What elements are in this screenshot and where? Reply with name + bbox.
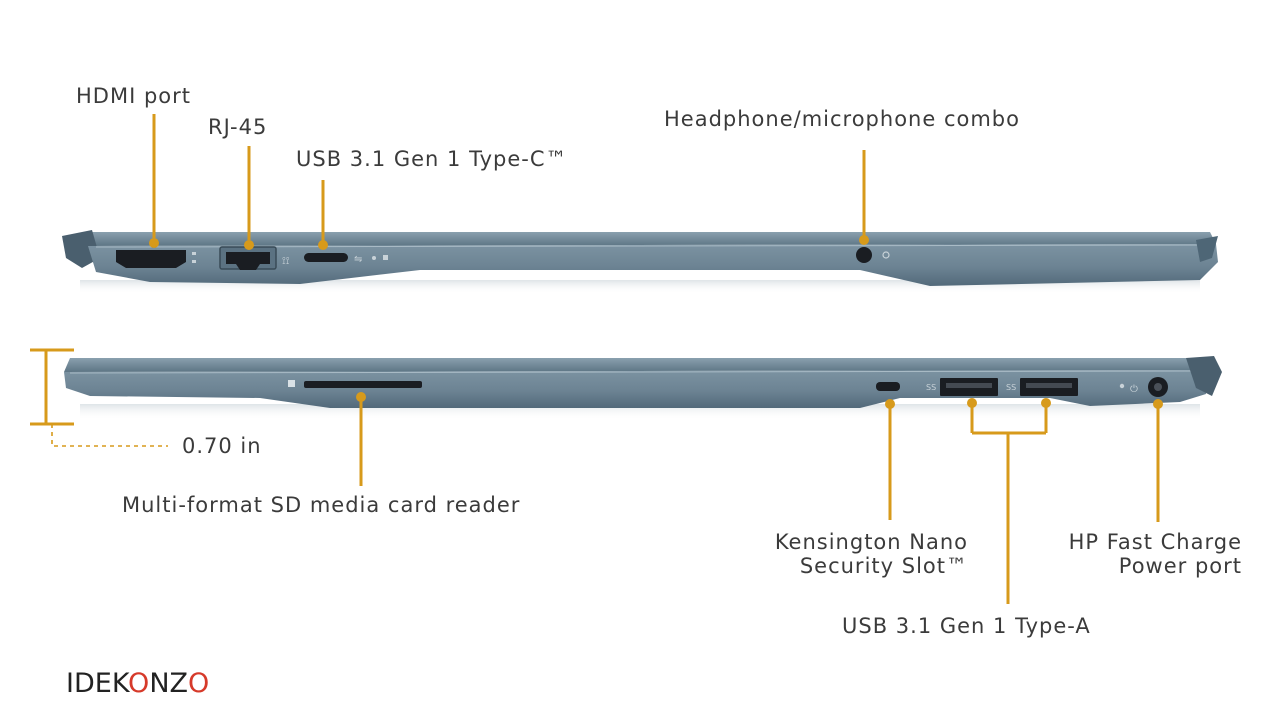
- kensington-label: Kensington Nano Security Slot™: [722, 530, 968, 578]
- logo-text-3: NZ: [149, 668, 189, 699]
- kensington-label-line2: Security Slot™: [799, 554, 968, 579]
- headphone-jack: [856, 247, 872, 263]
- kensington-slot: [876, 382, 900, 391]
- base-body: [64, 370, 1206, 408]
- hdmi-port: [116, 250, 186, 268]
- sd-card-slot: [304, 381, 422, 388]
- power-port-label-line1: HP Fast Charge: [1068, 530, 1242, 554]
- base-body: [88, 244, 1218, 286]
- power-port-label-line2: Power port: [1118, 554, 1242, 579]
- usb-c-port: [304, 253, 348, 262]
- rj45-label: RJ-45: [208, 115, 268, 139]
- thickness-leader: [51, 424, 168, 447]
- svg-text:⟟⟟: ⟟⟟: [282, 256, 290, 267]
- lid-edge: [88, 232, 1216, 246]
- svg-text:SS: SS: [1006, 383, 1016, 392]
- svg-text:⇋: ⇋: [354, 254, 362, 265]
- thickness-label: 0.70 in: [182, 434, 262, 458]
- headphone-icon: [882, 251, 890, 259]
- lid-edge: [64, 358, 1204, 372]
- logo-text-4: O: [188, 668, 210, 699]
- hinge-right: [1186, 356, 1222, 396]
- sd-reader-label: Multi-format SD media card reader: [122, 493, 521, 517]
- hinge-left: [62, 230, 100, 268]
- usb-c-label: USB 3.1 Gen 1 Type-C™: [296, 147, 568, 171]
- svg-text:SS: SS: [926, 383, 936, 392]
- laptop-right-side-view: SS SS ⏻: [64, 356, 1222, 420]
- usb-a-label: USB 3.1 Gen 1 Type-A: [842, 614, 1091, 638]
- kensington-label-line1: Kensington Nano: [774, 530, 968, 554]
- logo-text-2: O: [128, 668, 150, 699]
- power-port-label: HP Fast Charge Power port: [1010, 530, 1242, 578]
- callout-lines: [30, 114, 1160, 604]
- sd-icon: [288, 380, 295, 387]
- brand-logo: IDEKONZO: [66, 668, 209, 699]
- laptop-left-side-view: ⟟⟟ ⇋: [62, 230, 1218, 294]
- headphone-combo-label: Headphone/microphone combo: [664, 107, 1020, 131]
- hdmi-port-label: HDMI port: [76, 84, 191, 108]
- callout-dots: [149, 235, 1163, 409]
- power-icon: ⏻: [1130, 384, 1138, 395]
- logo-text-1: IDEK: [66, 668, 129, 699]
